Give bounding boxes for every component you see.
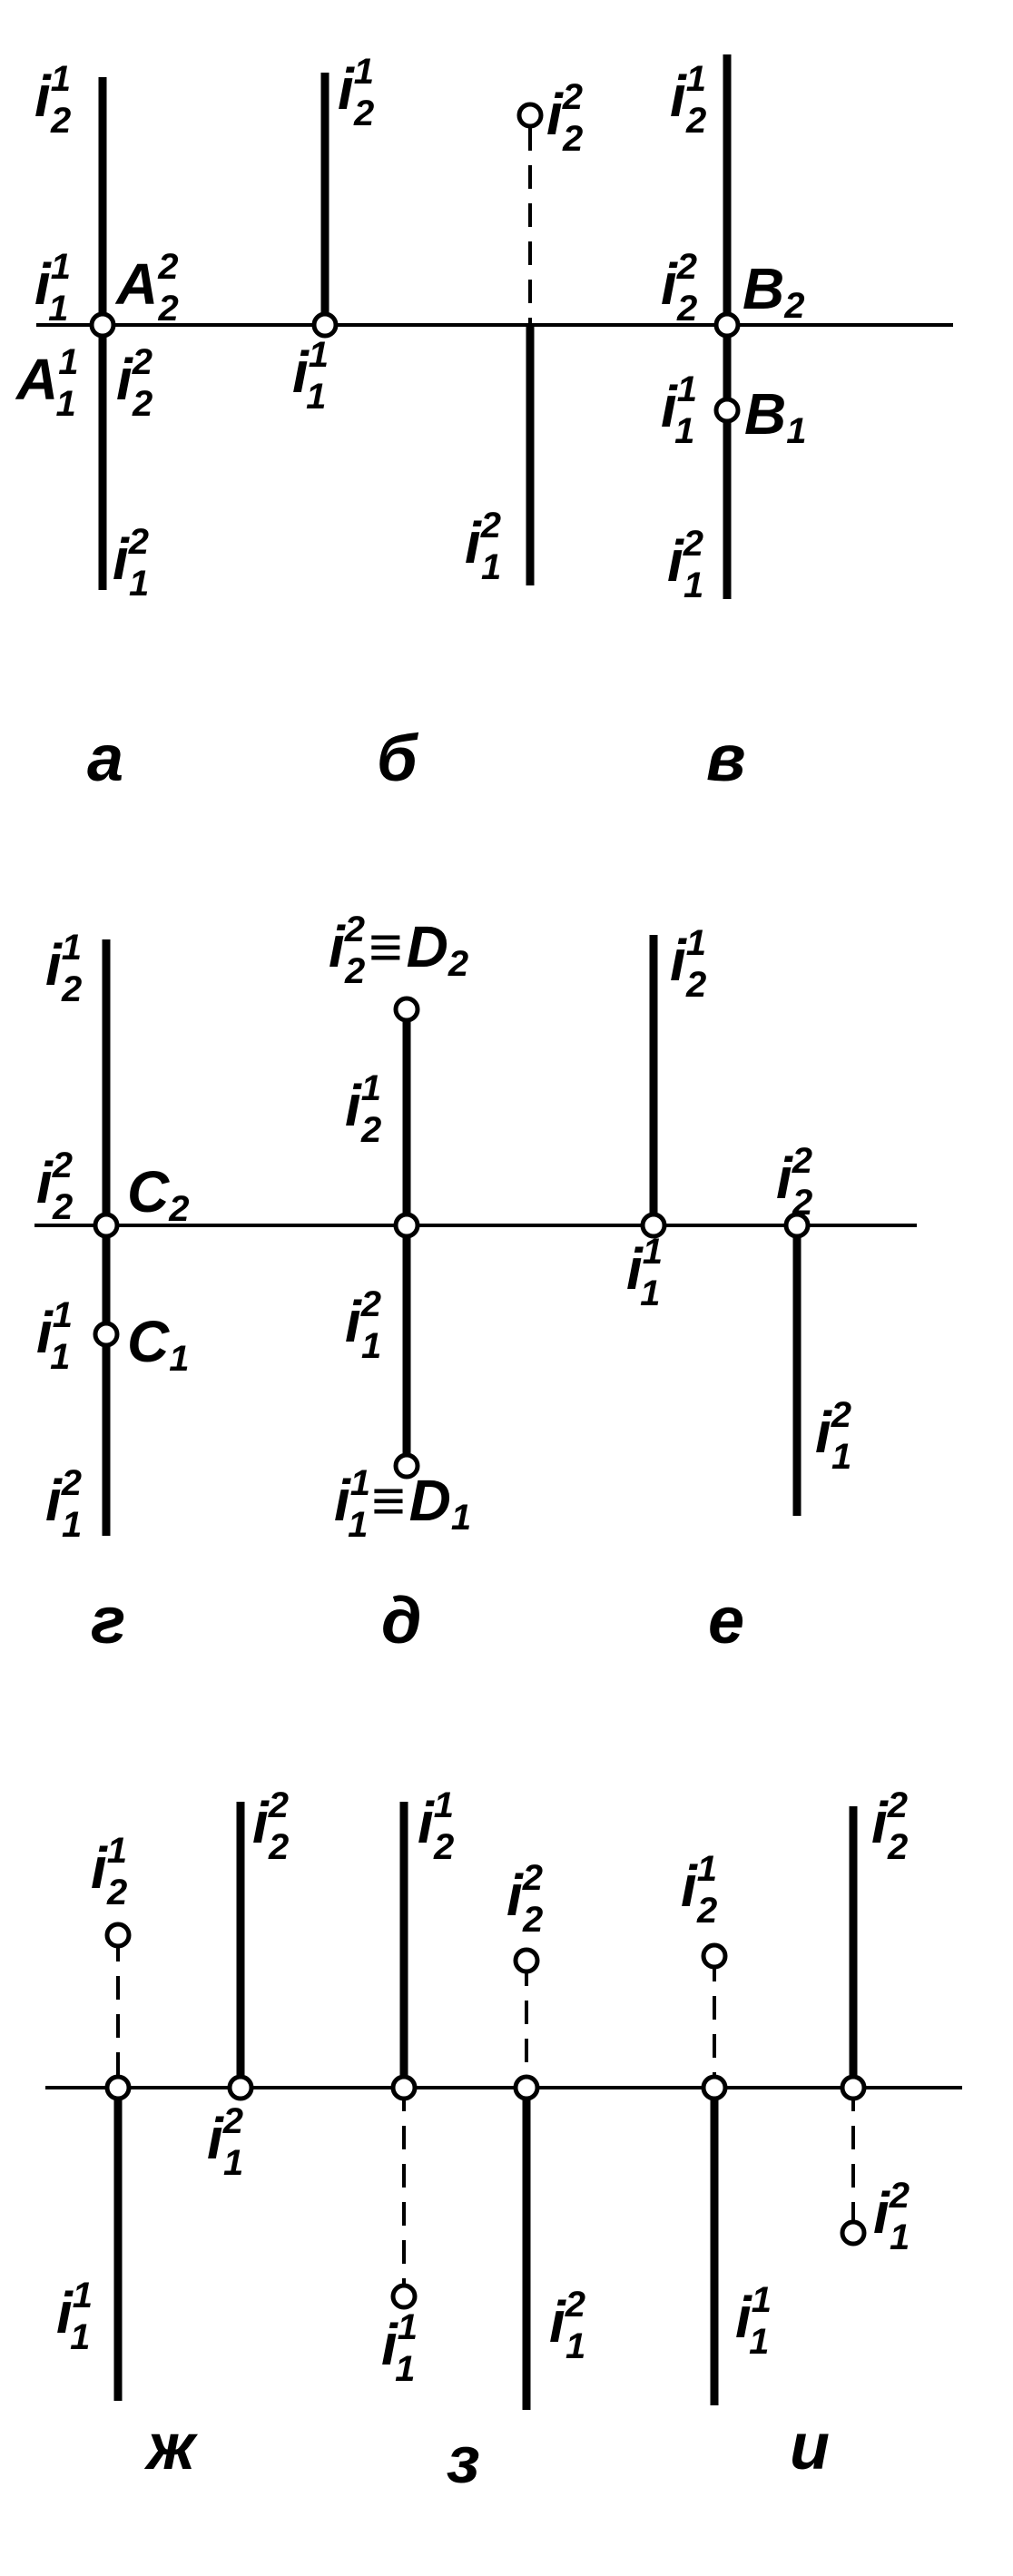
panel-label-z: з — [447, 2424, 480, 2497]
label-g-c1: C1 — [127, 1309, 189, 1379]
point-d-d2 — [393, 996, 420, 1023]
point-d-center — [393, 1212, 420, 1239]
label-v-b1: B1 — [744, 381, 806, 451]
point-i2-axis — [840, 2074, 867, 2101]
panel-label-a: а — [87, 723, 123, 795]
point-b2-top — [516, 102, 544, 129]
point-e-right — [783, 1212, 811, 1239]
panel-label-v: в — [706, 723, 746, 795]
panel-label-b: б — [377, 723, 419, 795]
point-i1-axis — [701, 2074, 728, 2101]
panel-label-i: и — [790, 2411, 830, 2483]
panel-label-g: г — [91, 1585, 125, 1657]
label-g-c2: C2 — [127, 1159, 189, 1229]
point-e-left — [640, 1212, 667, 1239]
point-a — [89, 311, 116, 339]
point-d-d1 — [393, 1452, 420, 1480]
point-g-c2 — [93, 1212, 120, 1239]
point-zh2-axis — [227, 2074, 254, 2101]
point-zh1-top — [104, 1922, 132, 1949]
point-v-b1 — [713, 397, 741, 424]
point-b — [311, 311, 339, 339]
point-z1-axis — [390, 2074, 418, 2101]
point-v-b2 — [713, 311, 741, 339]
point-g-c1 — [93, 1321, 120, 1348]
panel-label-zh: ж — [143, 2411, 199, 2483]
point-i1-top — [701, 1942, 728, 1970]
panel-label-d: д — [381, 1585, 422, 1657]
point-zh1-axis — [104, 2074, 132, 2101]
point-i2-bottom — [840, 2219, 867, 2247]
label-v-b2: B2 — [743, 256, 804, 326]
panel-label-e: е — [708, 1585, 744, 1657]
point-z2-axis — [513, 2074, 540, 2101]
point-z1-bottom — [390, 2283, 418, 2310]
point-z2-top — [513, 1947, 540, 1974]
